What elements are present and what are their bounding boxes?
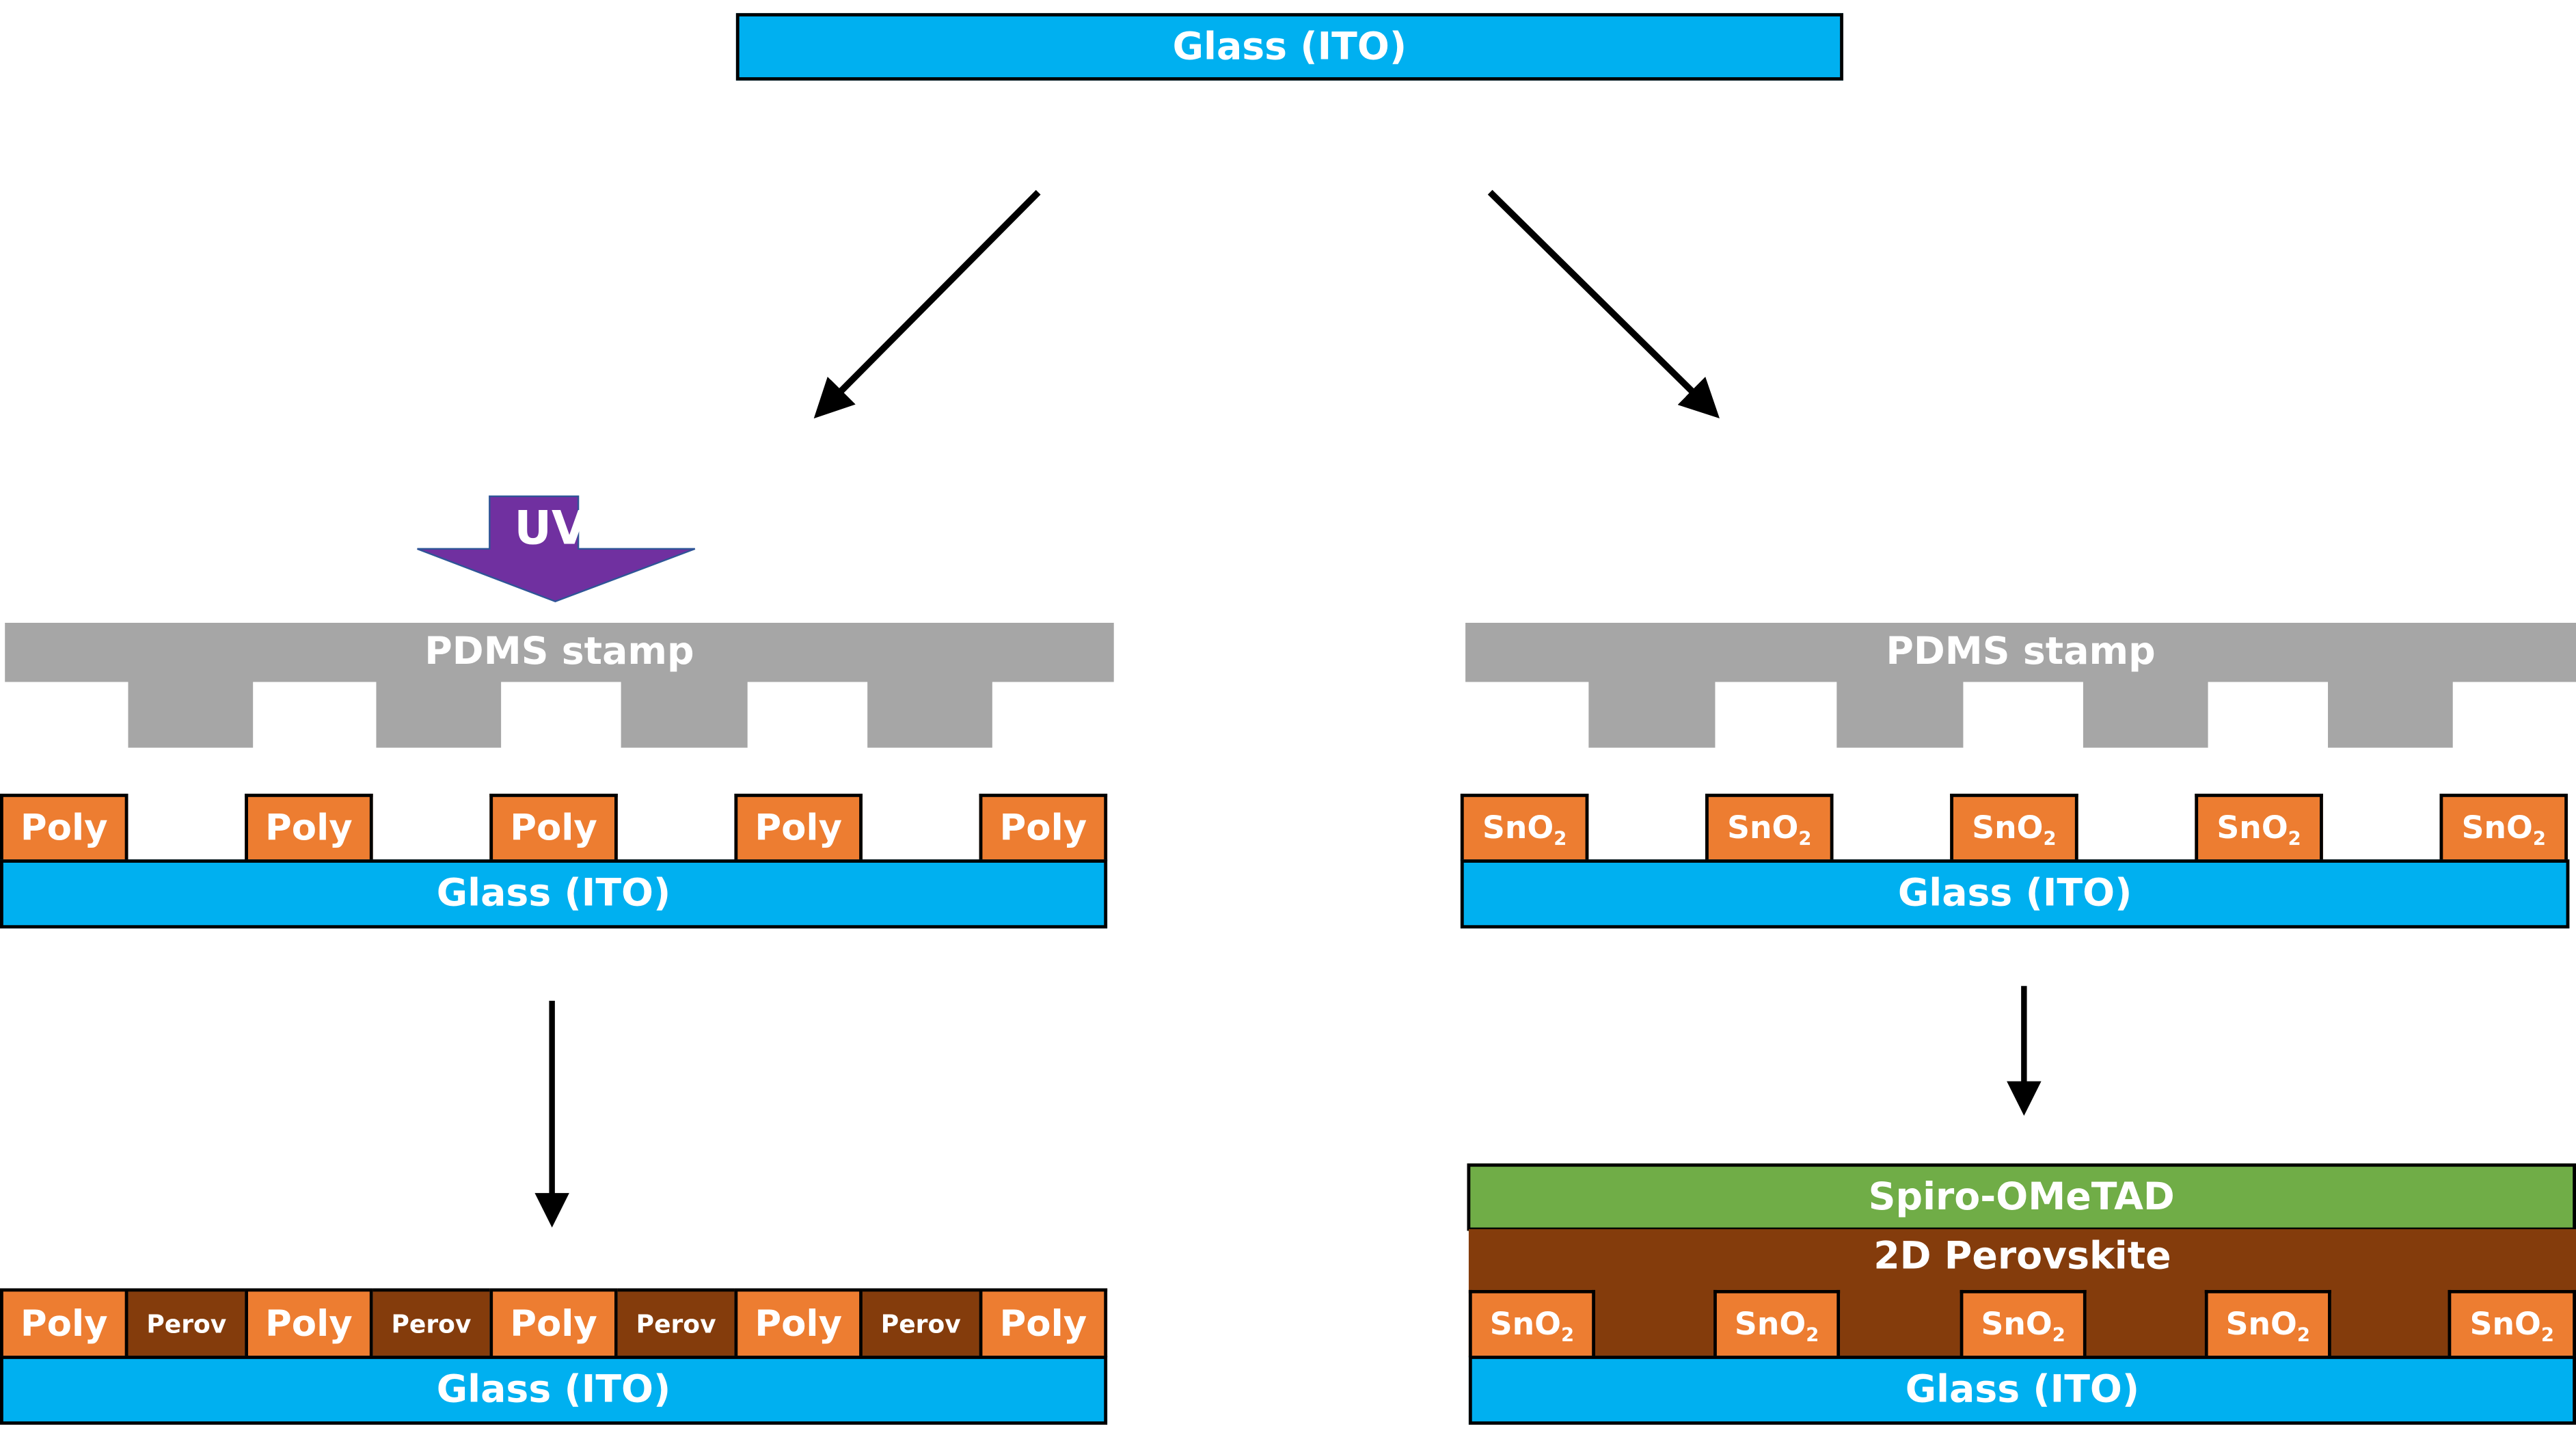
left-pdms-stamp-label: PDMS stamp bbox=[424, 631, 694, 674]
right-final-glass-label: Glass (ITO) bbox=[1905, 1369, 2140, 1412]
cell-label: Poly bbox=[510, 1304, 597, 1345]
sno2-label: SnO2 bbox=[2469, 1305, 2554, 1345]
final-perov-cell: Perov bbox=[862, 1288, 979, 1358]
spiro-label: Spiro-OMeTAD bbox=[1868, 1175, 2175, 1219]
left-poly-block: Poly bbox=[489, 793, 618, 861]
uv-arrow-icon bbox=[417, 495, 696, 603]
sno2-label: SnO2 bbox=[1482, 809, 1567, 849]
final-sno2-block: SnO2 bbox=[1713, 1289, 1841, 1358]
right-sno2-block: SnO2 bbox=[1705, 793, 1834, 861]
left-poly-block: Poly bbox=[245, 793, 373, 861]
top-glass-ito-substrate: Glass (ITO) bbox=[735, 13, 1843, 81]
cell-label: Perov bbox=[391, 1309, 472, 1340]
poly-label: Poly bbox=[755, 808, 843, 850]
2d-perovskite-label: 2D Perovskite bbox=[1873, 1235, 2171, 1279]
uv-label: UV bbox=[514, 501, 588, 556]
right-sno2-block: SnO2 bbox=[1460, 793, 1589, 861]
right-stamp-tooth bbox=[2328, 680, 2453, 748]
final-perov-cell: Perov bbox=[617, 1288, 735, 1358]
left-stamp-tooth bbox=[128, 680, 254, 748]
right-sno2-block: SnO2 bbox=[1950, 793, 2078, 861]
top-glass-label: Glass (ITO) bbox=[1172, 25, 1407, 68]
final-sno2-block: SnO2 bbox=[1960, 1289, 2087, 1358]
final-poly-cell: Poly bbox=[0, 1288, 128, 1358]
final-perov-cell: Perov bbox=[372, 1288, 490, 1358]
cell-label: Perov bbox=[880, 1309, 961, 1340]
sno2-label: SnO2 bbox=[1972, 809, 2057, 849]
left-pdms-stamp: PDMS stamp bbox=[5, 623, 1114, 682]
poly-label: Poly bbox=[20, 808, 108, 850]
poly-label: Poly bbox=[999, 808, 1087, 850]
cell-label: Poly bbox=[755, 1304, 843, 1345]
arrow-to-left-branch bbox=[813, 189, 1041, 419]
left-poly-block: Poly bbox=[979, 793, 1108, 861]
final-poly-cell: Poly bbox=[489, 1288, 618, 1358]
right-stamp-tooth bbox=[2083, 680, 2208, 748]
left-glass-ito-substrate: Glass (ITO) bbox=[0, 859, 1108, 929]
left-poly-block: Poly bbox=[0, 793, 128, 861]
left-glass-label: Glass (ITO) bbox=[436, 872, 671, 915]
left-stamp-tooth bbox=[621, 680, 748, 748]
right-pdms-stamp-label: PDMS stamp bbox=[1886, 631, 2156, 674]
left-poly-block: Poly bbox=[734, 793, 863, 861]
right-pdms-stamp: PDMS stamp bbox=[1465, 623, 2576, 682]
right-glass-label: Glass (ITO) bbox=[1897, 872, 2132, 915]
poly-label: Poly bbox=[265, 808, 353, 850]
left-stamp-tooth bbox=[867, 680, 992, 748]
cell-label: Poly bbox=[20, 1304, 108, 1345]
left-stamp-tooth bbox=[376, 680, 502, 748]
cell-label: Perov bbox=[636, 1309, 716, 1340]
poly-label: Poly bbox=[510, 808, 597, 850]
sno2-label: SnO2 bbox=[2225, 1305, 2310, 1345]
cell-label: Perov bbox=[146, 1309, 227, 1340]
sno2-label: SnO2 bbox=[2461, 809, 2546, 849]
sno2-label: SnO2 bbox=[1734, 1305, 1819, 1345]
right-sno2-block: SnO2 bbox=[2195, 793, 2323, 861]
final-sno2-block: SnO2 bbox=[2448, 1289, 2576, 1358]
cell-label: Poly bbox=[999, 1304, 1087, 1345]
sno2-label: SnO2 bbox=[1727, 809, 1812, 849]
final-perov-cell: Perov bbox=[128, 1288, 245, 1358]
right-final-glass-ito-substrate: Glass (ITO) bbox=[1468, 1356, 2576, 1425]
spiro-ometad-layer: Spiro-OMeTAD bbox=[1467, 1163, 2576, 1231]
arrow-to-right-branch bbox=[1487, 189, 1720, 419]
sno2-label: SnO2 bbox=[1981, 1305, 2065, 1345]
final-poly-cell: Poly bbox=[245, 1288, 373, 1358]
right-glass-ito-substrate: Glass (ITO) bbox=[1460, 859, 2570, 929]
right-sno2-block: SnO2 bbox=[2439, 793, 2568, 861]
final-sno2-block: SnO2 bbox=[1468, 1289, 1595, 1358]
left-final-glass-ito-substrate: Glass (ITO) bbox=[0, 1356, 1108, 1425]
cell-label: Poly bbox=[265, 1304, 353, 1345]
final-poly-cell: Poly bbox=[979, 1288, 1108, 1358]
sno2-label: SnO2 bbox=[2216, 809, 2301, 849]
right-stamp-tooth bbox=[1588, 680, 1716, 748]
sno2-label: SnO2 bbox=[1489, 1305, 1575, 1345]
left-final-glass-label: Glass (ITO) bbox=[436, 1369, 671, 1412]
final-poly-cell: Poly bbox=[734, 1288, 863, 1358]
right-stamp-tooth bbox=[1836, 680, 1964, 748]
final-sno2-block: SnO2 bbox=[2204, 1289, 2331, 1358]
